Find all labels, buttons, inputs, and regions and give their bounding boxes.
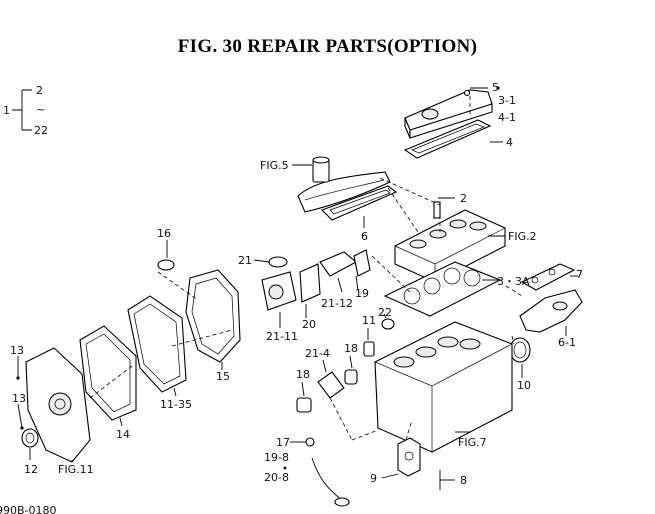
callout-15: 15 — [216, 370, 230, 383]
callout-6: 6 — [361, 230, 368, 243]
callout-fig5: FIG.5 — [260, 159, 289, 172]
callout-4-1: 4-1 — [498, 111, 516, 124]
leader-lines — [16, 86, 578, 490]
pump-gasket-20 — [299, 263, 321, 303]
thermostat-housing-21-12 — [319, 251, 357, 277]
callout-labels: 5 3-1 4-1 4 FIG.5 2 FIG.2 6 16 21 21-12 … — [10, 81, 583, 487]
cylinder-block — [374, 321, 513, 453]
callout-22-group: 22 — [34, 124, 48, 137]
range-tilde: ~ — [36, 103, 45, 116]
callout-21: 21 — [238, 254, 252, 267]
callout-6-1: 6-1 — [558, 336, 576, 349]
part-22 — [381, 318, 395, 330]
callout-17: 17 — [276, 436, 290, 449]
exhaust-gasket — [520, 263, 576, 291]
callout-20-8: 20-8 — [264, 471, 289, 484]
figure-title: FIG. 30 REPAIR PARTS(OPTION) — [177, 36, 478, 57]
callout-1: 1 — [3, 104, 10, 117]
rocker-cover — [404, 89, 493, 139]
o-ring-16 — [157, 259, 175, 271]
callout-11-35: 11-35 — [160, 398, 192, 411]
callout-8: 8 — [460, 474, 467, 487]
callout-13-bottom: 13 — [12, 392, 26, 405]
callout-18-right: 18 — [344, 342, 358, 355]
footer-code: 990B-0180 — [0, 504, 57, 514]
oil-seal — [509, 337, 531, 363]
callout-21-4: 21-4 — [305, 347, 330, 360]
pipe-21-4 — [317, 371, 345, 399]
callout-14: 14 — [116, 428, 130, 441]
rocker-cover-gasket — [403, 119, 492, 159]
callout-7: 7 — [576, 268, 583, 281]
callout-22: 22 — [378, 306, 392, 319]
oil-pipe — [305, 437, 350, 507]
callout-3-3a: 3・3A — [497, 275, 530, 288]
callout-16: 16 — [157, 227, 171, 240]
callout-fig11: FIG.11 — [58, 463, 94, 476]
gasket-14 — [79, 325, 137, 421]
gasket-18-right — [344, 369, 358, 385]
gasket-11-35 — [127, 295, 187, 393]
intake-manifold — [297, 156, 391, 213]
bracket-group: 1 2 ~ 22 — [3, 84, 48, 137]
callout-10: 10 — [517, 379, 531, 392]
callout-19-8: 19-8 — [264, 451, 289, 464]
callout-5: 5 — [492, 81, 499, 94]
callout-20: 20 — [302, 318, 316, 331]
head-gasket — [383, 261, 502, 317]
callout-13-top: 13 — [10, 344, 24, 357]
callout-9: 9 — [370, 472, 377, 485]
callout-21-12: 21-12 — [321, 297, 353, 310]
callout-18-left: 18 — [296, 368, 310, 381]
callout-21-11: 21-11 — [266, 330, 298, 343]
callout-3-1: 3-1 — [498, 94, 516, 107]
gear-case-fig11 — [25, 347, 91, 463]
bearing-cap — [397, 437, 421, 477]
callout-19: 19 — [355, 287, 369, 300]
water-pump-assembly — [261, 256, 297, 311]
callout-4: 4 — [506, 136, 513, 149]
callout-12: 12 — [24, 463, 38, 476]
gear-case-15 — [185, 269, 241, 363]
intake-gasket — [321, 185, 398, 221]
gasket-11 — [363, 341, 375, 357]
gasket-18-left — [296, 397, 312, 413]
oil-seal-12 — [21, 428, 39, 448]
callout-11: 11 — [362, 314, 376, 327]
cylinder-head — [394, 209, 506, 283]
gasket-19 — [353, 249, 371, 277]
callout-2-group: 2 — [36, 84, 43, 97]
callout-fig7: FIG.7 — [458, 436, 487, 449]
callout-2: 2 — [460, 192, 467, 205]
callout-fig2: FIG.2 — [508, 230, 537, 243]
exhaust-manifold — [519, 289, 583, 333]
dashed-assembly-lines — [89, 96, 523, 441]
